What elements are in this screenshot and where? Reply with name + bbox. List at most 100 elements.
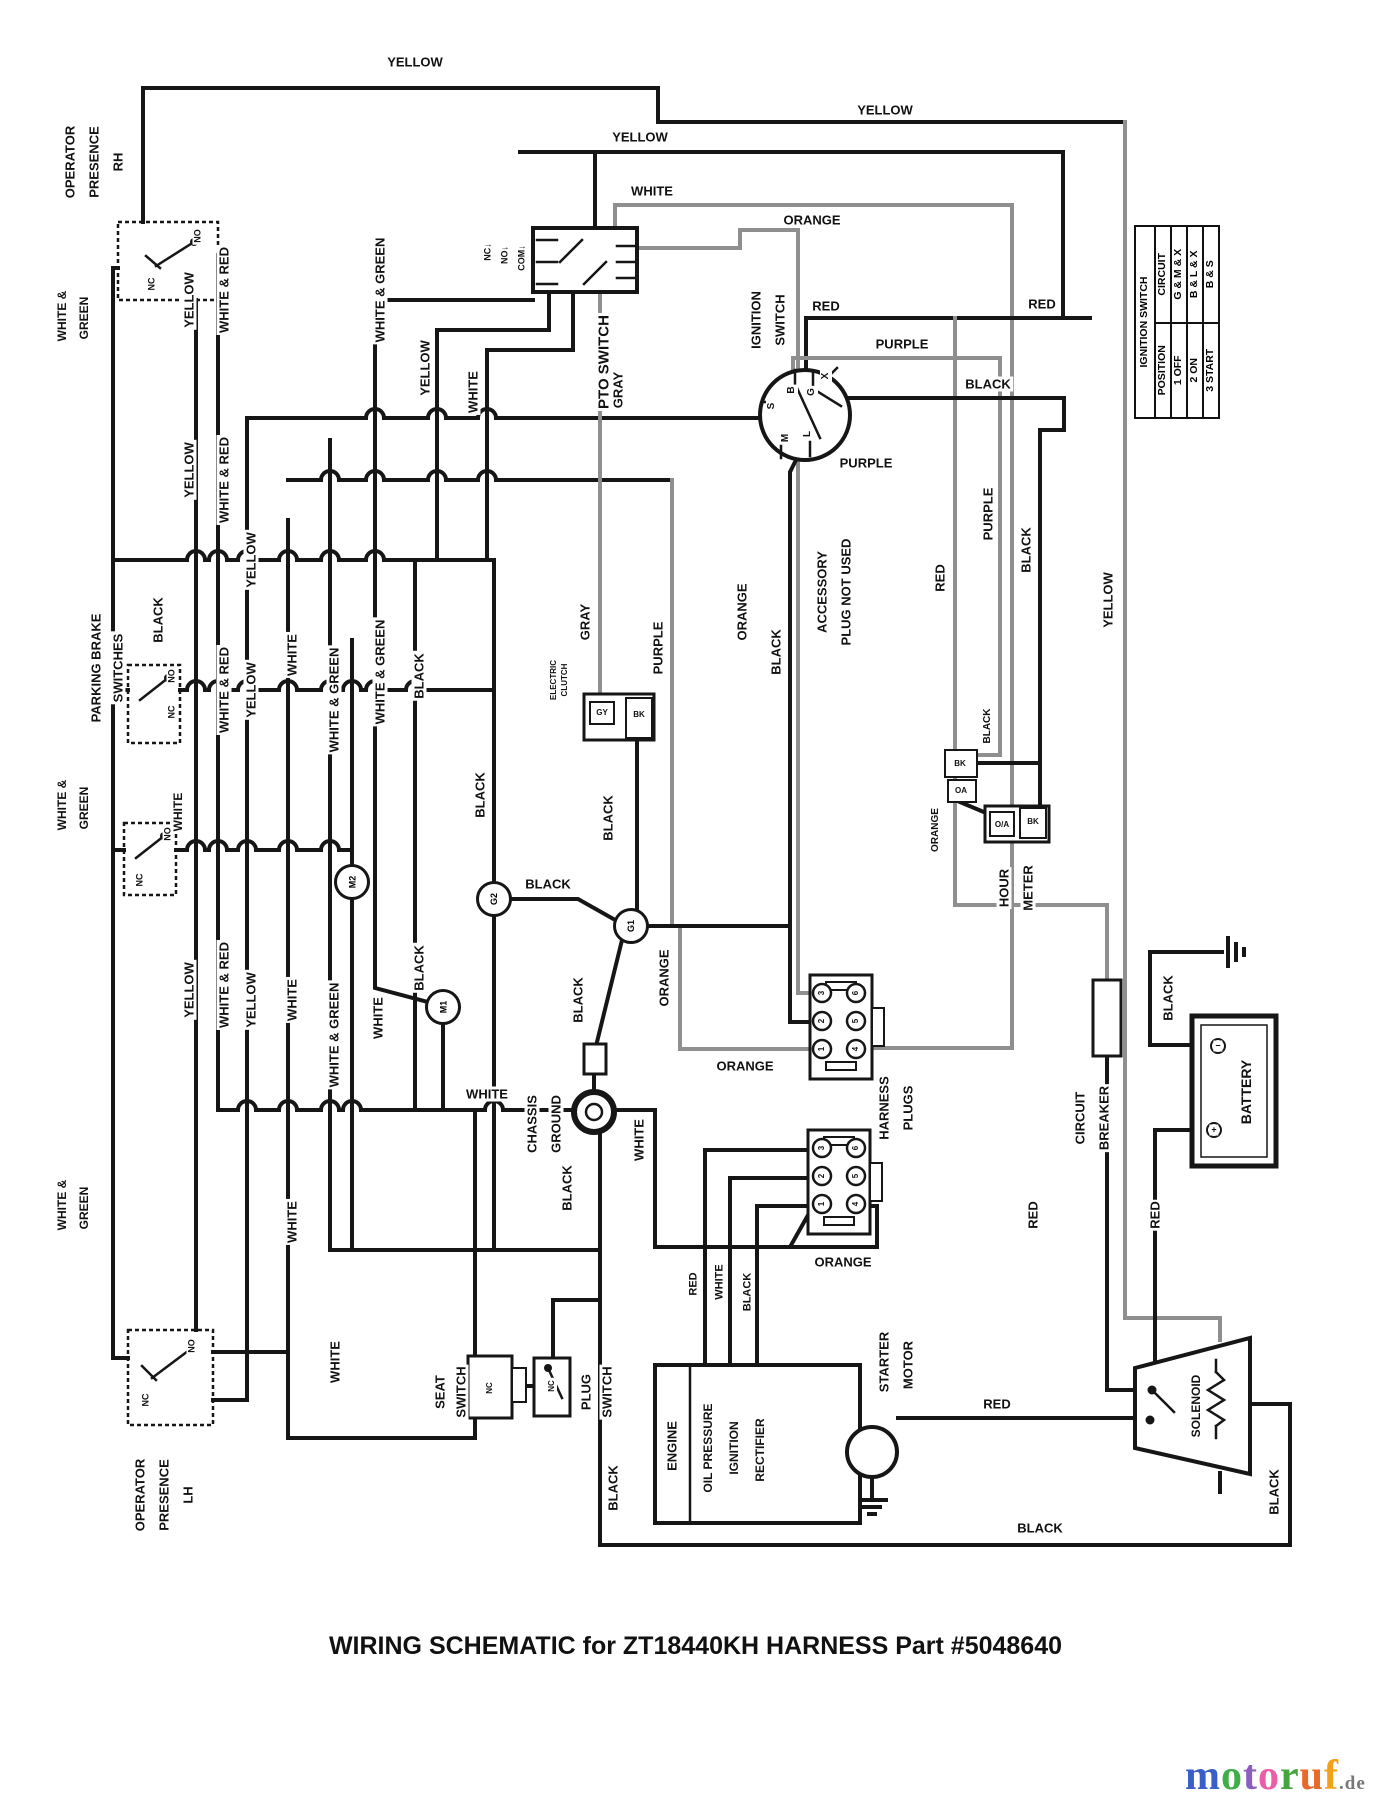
- diagram-label: BLACK: [741, 1270, 755, 1314]
- diagram-label: YELLOW: [610, 129, 670, 145]
- diagram-label: WHITE & RED: [216, 435, 232, 525]
- junction-label: M1: [437, 1000, 448, 1014]
- diagram-label: 4: [851, 1199, 861, 1209]
- ignition-table-cell: 1 OFF: [1171, 322, 1187, 418]
- diagram-label: PURPLE: [650, 619, 666, 677]
- diagram-label: IGNITION: [748, 289, 764, 351]
- diagram-label: GREEN: [77, 784, 91, 832]
- diagram-label: PLUG: [578, 1371, 594, 1413]
- diagram-label: BATTERY: [1238, 1057, 1254, 1127]
- operator-presence-lh-switch: [126, 1328, 215, 1427]
- junction-label: M2: [346, 875, 357, 889]
- diagram-label: SOLENOID: [1189, 1372, 1203, 1440]
- diagram-label: WHITE: [284, 977, 300, 1023]
- diagram-label: NC↓: [482, 241, 494, 263]
- diagram-label: 2: [817, 1016, 827, 1026]
- diagram-label: NO↓: [499, 244, 511, 266]
- diagram-label: PLUGS: [900, 1083, 916, 1133]
- diagram-label: +: [1209, 1124, 1219, 1136]
- diagram-label: NC: [140, 1391, 152, 1409]
- junction-g2: G2: [476, 881, 512, 917]
- junction-label: G2: [488, 892, 499, 906]
- diagram-label: BLACK: [963, 376, 1013, 392]
- diagram-label: RED: [1025, 1199, 1041, 1231]
- diagram-label: 2: [817, 1171, 827, 1181]
- diagram-label: S: [766, 400, 778, 412]
- diagram-label: SWITCHES: [110, 631, 126, 705]
- diagram-label: OPERATOR: [132, 1456, 148, 1534]
- diagram-label: PLUG NOT USED: [838, 536, 854, 648]
- diagram-label: BLACK: [1018, 525, 1034, 575]
- diagram-label: RED: [1026, 296, 1058, 312]
- diagram-label: M: [780, 431, 792, 445]
- diagram-label: WHITE & RED: [216, 245, 232, 335]
- diagram-label: 1: [817, 1044, 827, 1054]
- diagram-label: NO: [192, 227, 204, 245]
- diagram-label: ENGINE: [664, 1419, 680, 1473]
- diagram-label: WHITE: [631, 1117, 647, 1163]
- ignition-table-cell: G & M & X: [1171, 226, 1187, 323]
- diagram-label: WHITE &: [55, 1177, 69, 1233]
- diagram-label: WHITE: [713, 1262, 727, 1302]
- diagram-label: PURPLE: [837, 455, 895, 471]
- diagram-label: BLACK: [411, 943, 427, 993]
- diagram-label: MOTOR: [900, 1338, 916, 1392]
- chassis-ground: [582, 1042, 608, 1076]
- diagram-label: 5: [851, 1171, 861, 1181]
- diagram-label: NC: [485, 1380, 495, 1396]
- diagram-label: 3: [817, 1143, 827, 1153]
- diagram-label: WHITE & GREEN: [326, 980, 342, 1090]
- diagram-label: 6: [851, 1143, 861, 1153]
- diagram-label: WHITE: [464, 1086, 510, 1102]
- diagram-label: SWITCH: [453, 1364, 469, 1420]
- ignition-table-cell: B & S: [1203, 226, 1219, 323]
- diagram-label: YELLOW: [417, 338, 433, 398]
- diagram-label: CIRCUIT: [1072, 1089, 1088, 1147]
- diagram-label: PRESENCE: [86, 124, 102, 200]
- diagram-label: WHITE: [284, 632, 300, 678]
- diagram-label: LH: [180, 1484, 196, 1506]
- diagram-label: IGNITION: [727, 1419, 741, 1477]
- diagram-label: BLACK: [570, 975, 586, 1025]
- ignition-table-cell: IGNITION SWITCH: [1135, 226, 1155, 418]
- diagram-label: BLACK: [150, 595, 166, 645]
- diagram-label: RH: [110, 150, 126, 174]
- logo-letter: f: [1324, 1753, 1340, 1799]
- diagram-label: BLACK: [982, 706, 994, 746]
- diagram-label: GRAY: [610, 369, 626, 411]
- diagram-label: WHITE &: [55, 288, 69, 344]
- diagram-label: BK: [952, 759, 968, 769]
- diagram-label: WHITE & RED: [216, 645, 232, 735]
- diagram-label: NC: [134, 871, 146, 889]
- diagram-label: NC: [166, 703, 178, 721]
- diagram-label: PARKING BRAKE: [88, 611, 104, 725]
- diagram-label: O/A: [992, 820, 1012, 830]
- diagram-label: PRESENCE: [156, 1457, 172, 1533]
- operator-presence-rh-switch: [116, 220, 220, 302]
- diagram-label: WHITE & GREEN: [372, 617, 388, 727]
- diagram-label: NC: [547, 1378, 557, 1394]
- diagram-label: BK: [631, 710, 647, 720]
- logo-letter: o: [1221, 1753, 1243, 1799]
- parking-brake-switch-1: [126, 663, 182, 745]
- diagram-label: 3: [817, 988, 827, 998]
- diagram-label: ELECTRIC: [549, 658, 559, 702]
- diagram-label: ACCESSORY: [814, 549, 830, 635]
- diagram-label: BLACK: [600, 793, 616, 843]
- logo-letter: o: [1258, 1753, 1280, 1799]
- circuit-breaker: [1091, 978, 1123, 1058]
- diagram-label: YELLOW: [1100, 570, 1116, 630]
- ignition-table-cell: 2 ON: [1187, 322, 1203, 418]
- diagram-label: X: [820, 370, 832, 382]
- logo-letter: t: [1243, 1753, 1258, 1799]
- diagram-label: YELLOW: [243, 530, 259, 590]
- logo-letter: r: [1280, 1753, 1300, 1799]
- diagram-label: YELLOW: [181, 270, 197, 330]
- diagram-label: WHITE & RED: [216, 940, 232, 1030]
- diagram-label: COM↓: [516, 243, 528, 273]
- diagram-label: GY: [594, 708, 610, 718]
- diagram-label: B: [786, 384, 798, 396]
- diagram-label: WHITE & GREEN: [372, 235, 388, 345]
- diagram-label: BLACK: [605, 1463, 621, 1513]
- ignition-table-cell: B & L & X: [1187, 226, 1203, 323]
